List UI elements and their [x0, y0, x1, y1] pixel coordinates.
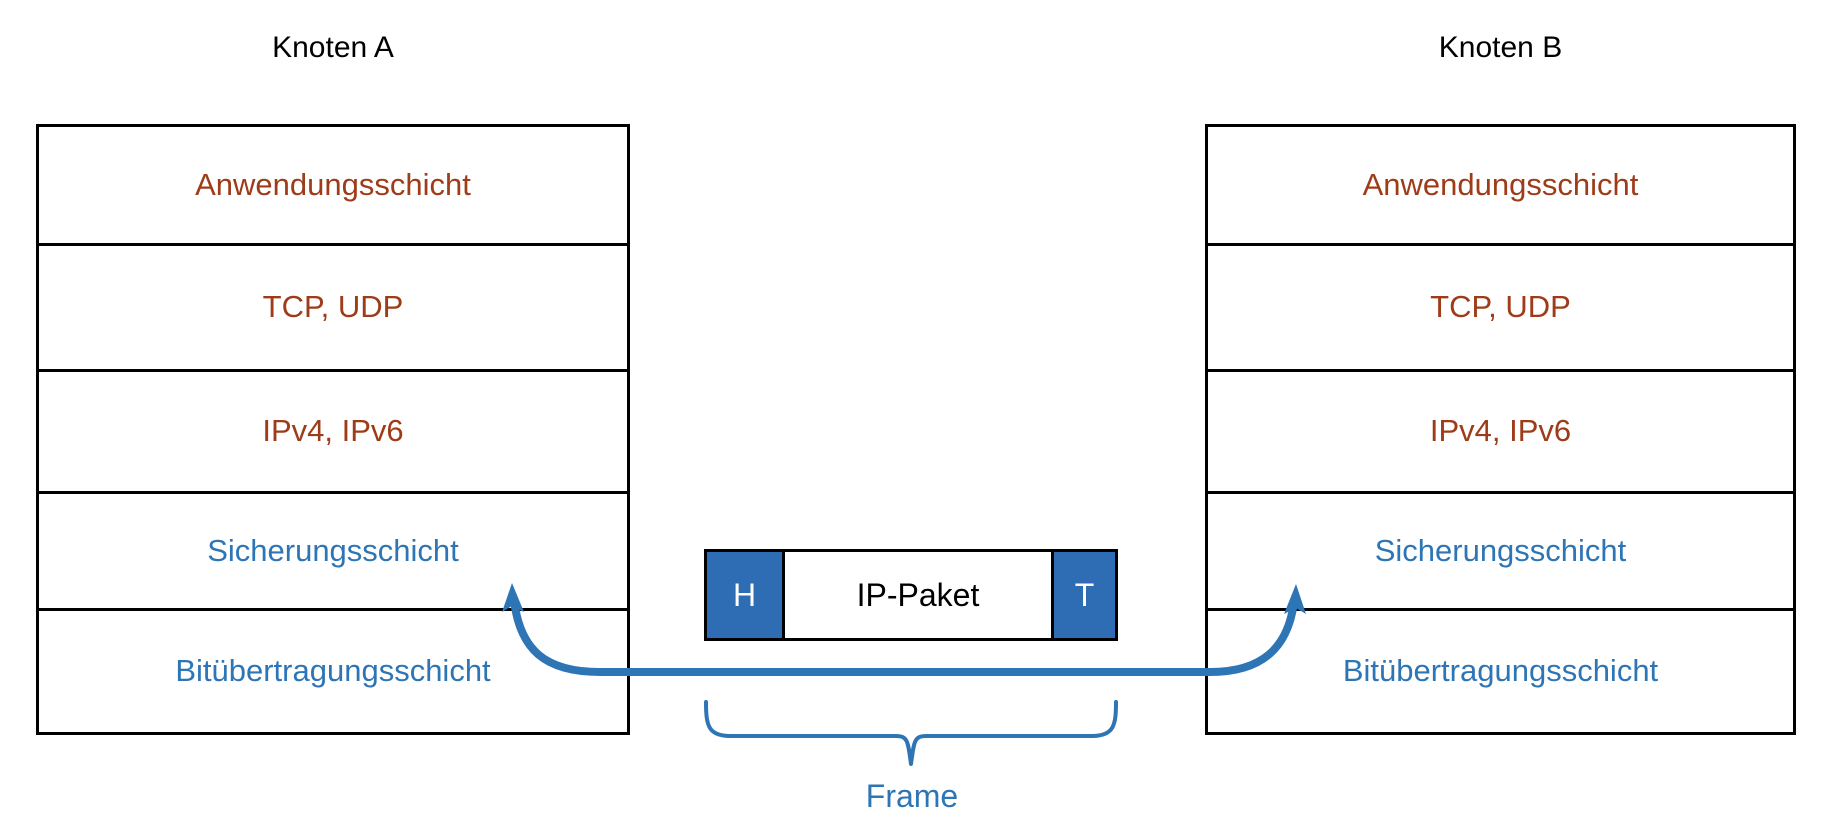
node-b-layer-datalink[interactable]: Sicherungsschicht [1208, 494, 1793, 611]
node-a-layer-application[interactable]: Anwendungsschicht [39, 127, 627, 246]
layer-label: Anwendungsschicht [1362, 166, 1639, 202]
node-b-layer-stack: Anwendungsschicht TCP, UDP IPv4, IPv6 Si… [1205, 124, 1796, 735]
layer-label: Sicherungsschicht [207, 532, 459, 568]
node-a-layer-network[interactable]: IPv4, IPv6 [39, 372, 627, 494]
frame-packet: H IP-Paket T [704, 549, 1118, 641]
packet-header-field: H [707, 552, 785, 638]
layer-label: Bitübertragungsschicht [1342, 653, 1659, 689]
layer-label: Sicherungsschicht [1374, 532, 1627, 568]
packet-payload-field: IP-Paket [785, 552, 1051, 638]
layer-label: Anwendungsschicht [195, 166, 471, 202]
layer-label: IPv4, IPv6 [1429, 413, 1572, 449]
node-a-layer-transport[interactable]: TCP, UDP [39, 246, 627, 372]
node-b-layer-network[interactable]: IPv4, IPv6 [1208, 372, 1793, 494]
node-a-layer-physical[interactable]: Bitübertragungsschicht [39, 611, 627, 732]
layer-label: IPv4, IPv6 [262, 413, 404, 449]
node-b-layer-transport[interactable]: TCP, UDP [1208, 246, 1793, 372]
layer-label: TCP, UDP [1430, 289, 1571, 325]
node-b-title: Knoten B [1438, 31, 1563, 64]
frame-brace [704, 700, 1118, 766]
node-a-layer-datalink[interactable]: Sicherungsschicht [39, 494, 627, 611]
layer-label: TCP, UDP [262, 289, 404, 325]
layer-label: Bitübertragungsschicht [175, 653, 491, 689]
frame-brace-label: Frame [865, 778, 959, 814]
node-a-layer-stack: Anwendungsschicht TCP, UDP IPv4, IPv6 Si… [36, 124, 630, 735]
node-b-layer-physical[interactable]: Bitübertragungsschicht [1208, 611, 1793, 732]
packet-trailer-field: T [1051, 552, 1115, 638]
node-a-title: Knoten A [272, 31, 394, 64]
node-b-layer-application[interactable]: Anwendungsschicht [1208, 127, 1793, 246]
